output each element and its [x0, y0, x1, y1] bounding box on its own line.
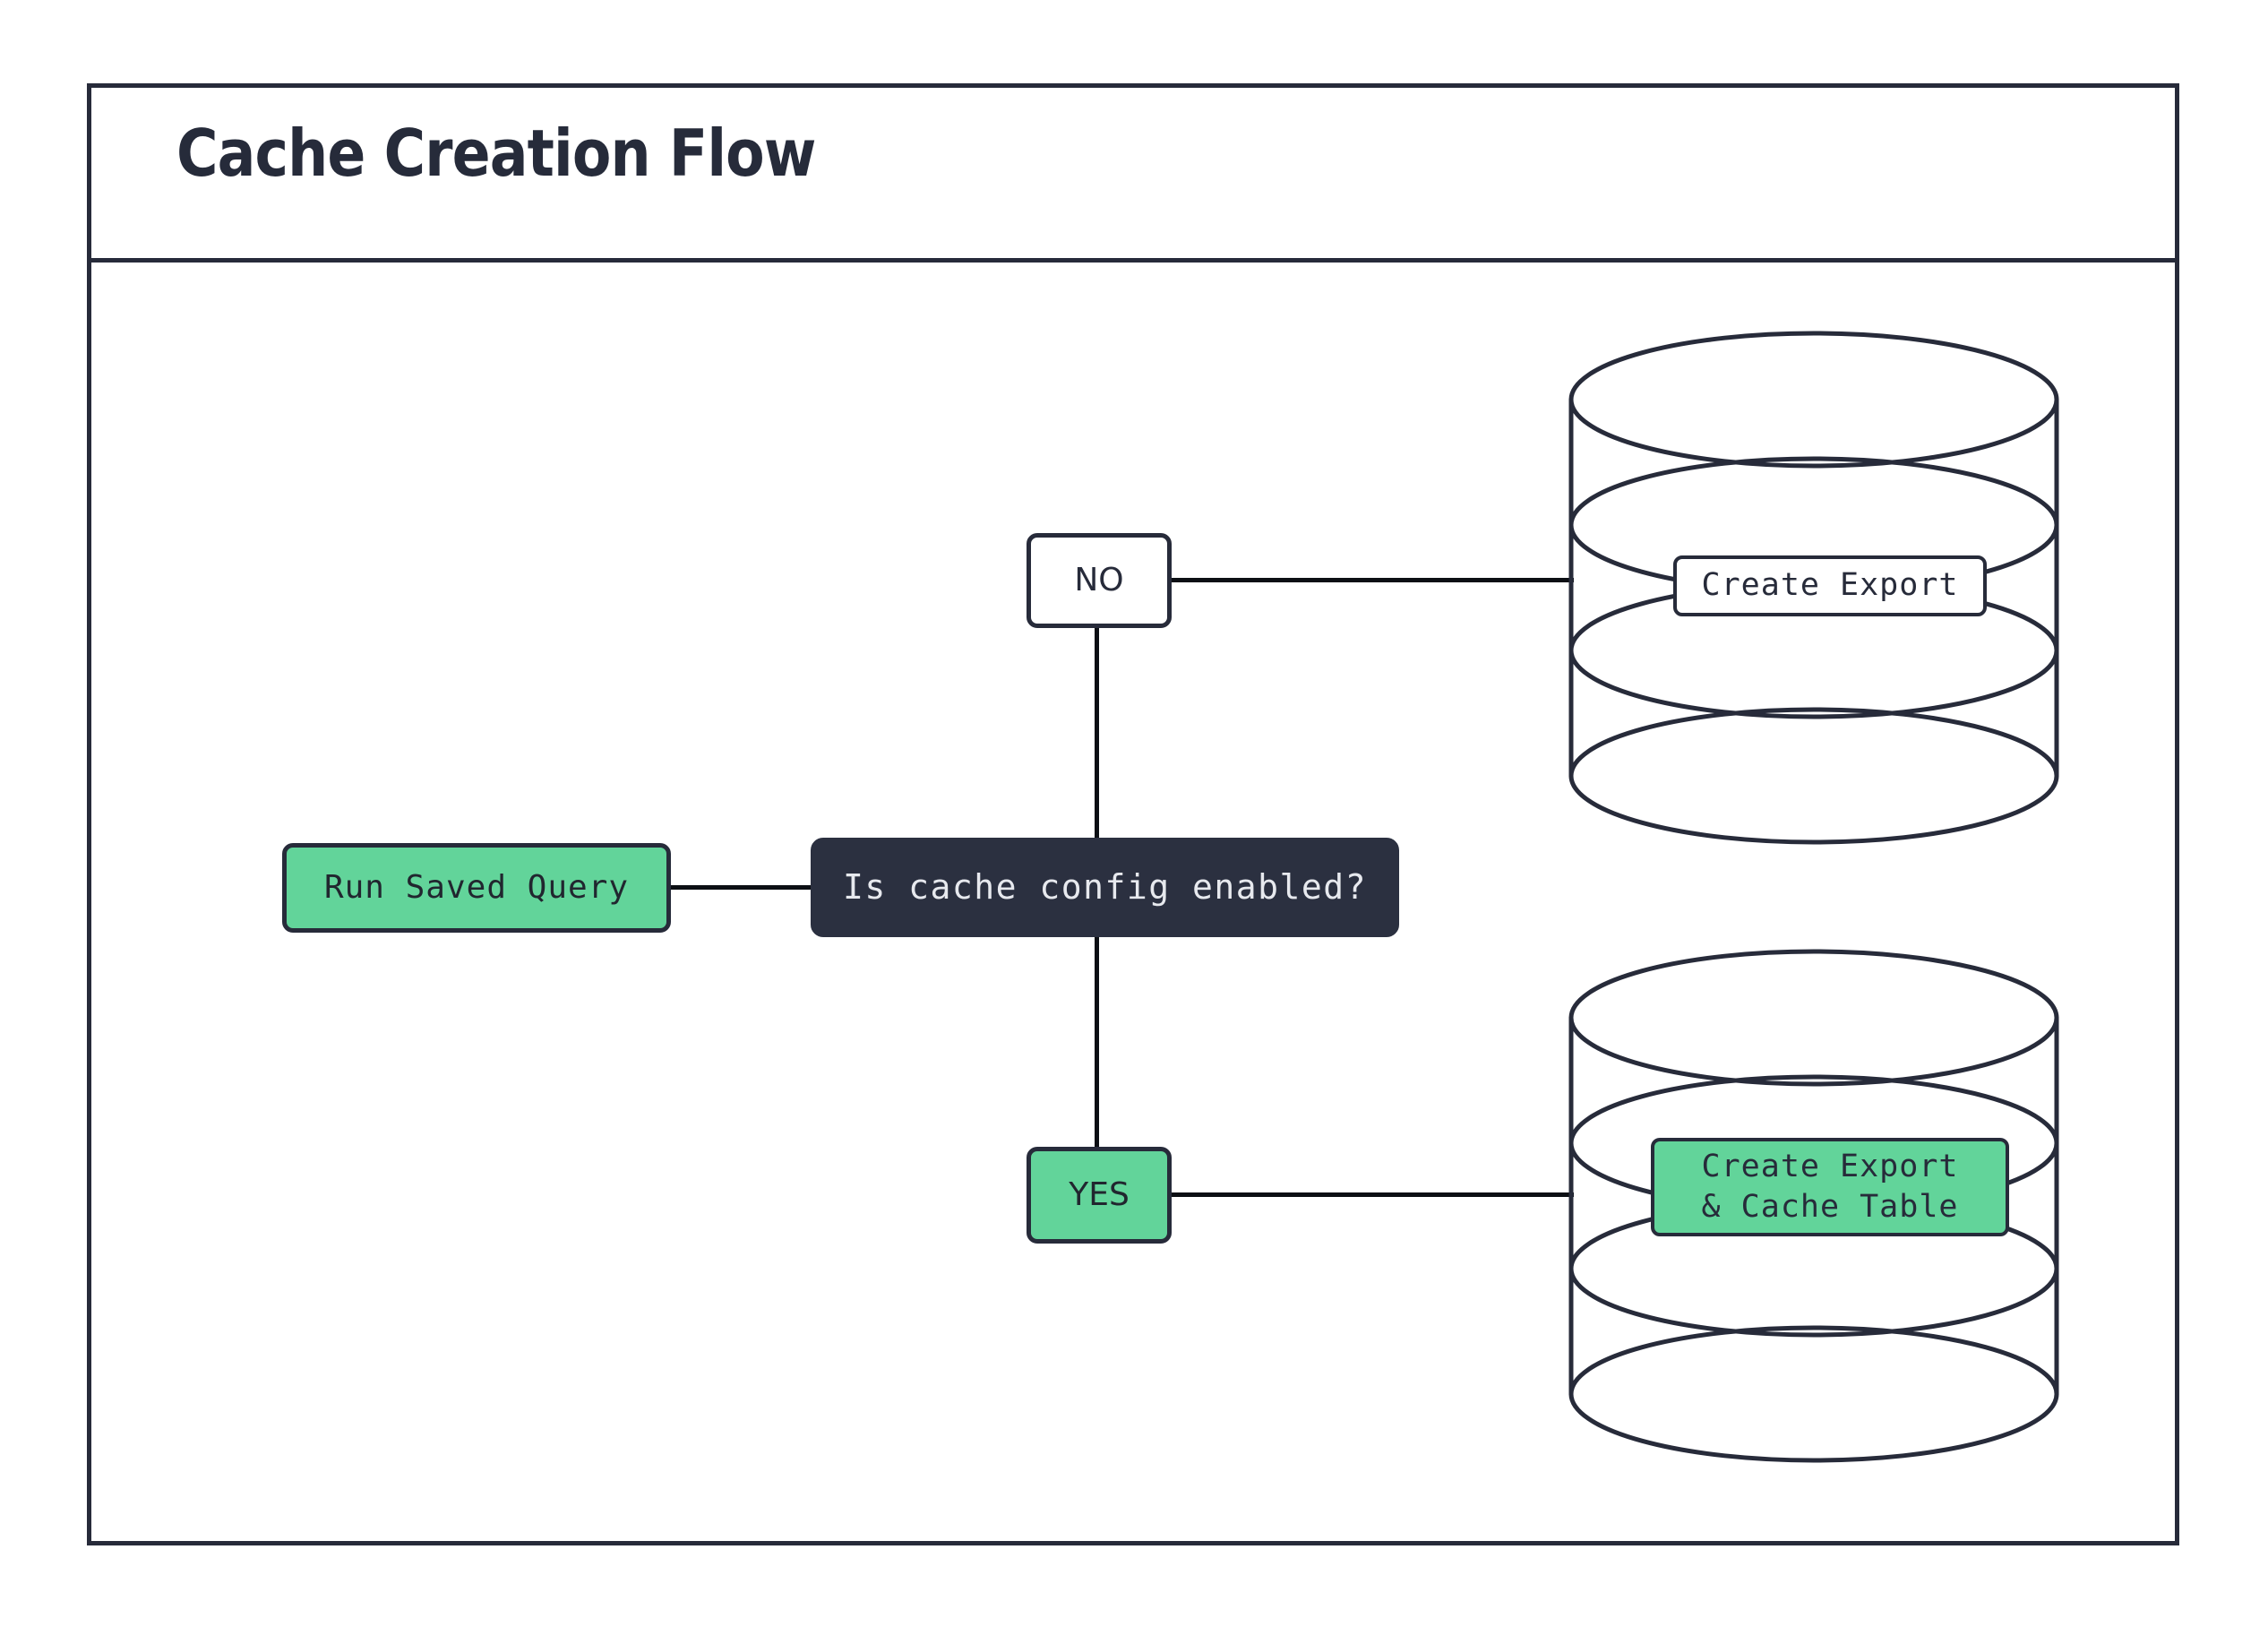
edge-no-to-db-top: [1169, 578, 1574, 582]
db-top-label: Create Export: [1673, 555, 1987, 616]
edge-yes-to-db-bottom: [1169, 1192, 1574, 1197]
edge-label-yes[interactable]: YES: [1027, 1147, 1172, 1244]
database-cylinder-bottom-shape: [1568, 949, 2059, 1463]
edge-run-saved-query-to-decision: [668, 885, 813, 890]
db-bottom-label: Create Export & Cache Table: [1651, 1138, 2009, 1236]
node-run-saved-query[interactable]: Run Saved Query: [282, 843, 671, 933]
diagram-frame: [87, 83, 2179, 1545]
diagram-title: Cache Creation Flow: [176, 116, 816, 191]
node-decision-is-cache-config-enabled[interactable]: Is cache config enabled?: [811, 838, 1399, 937]
edge-decision-to-yes: [1095, 934, 1099, 1149]
edge-decision-to-no: [1095, 624, 1099, 841]
edge-label-no[interactable]: NO: [1027, 533, 1172, 628]
diagram-title-bar: Cache Creation Flow: [87, 83, 2179, 263]
database-cylinder-bottom: [1559, 939, 2069, 1476]
